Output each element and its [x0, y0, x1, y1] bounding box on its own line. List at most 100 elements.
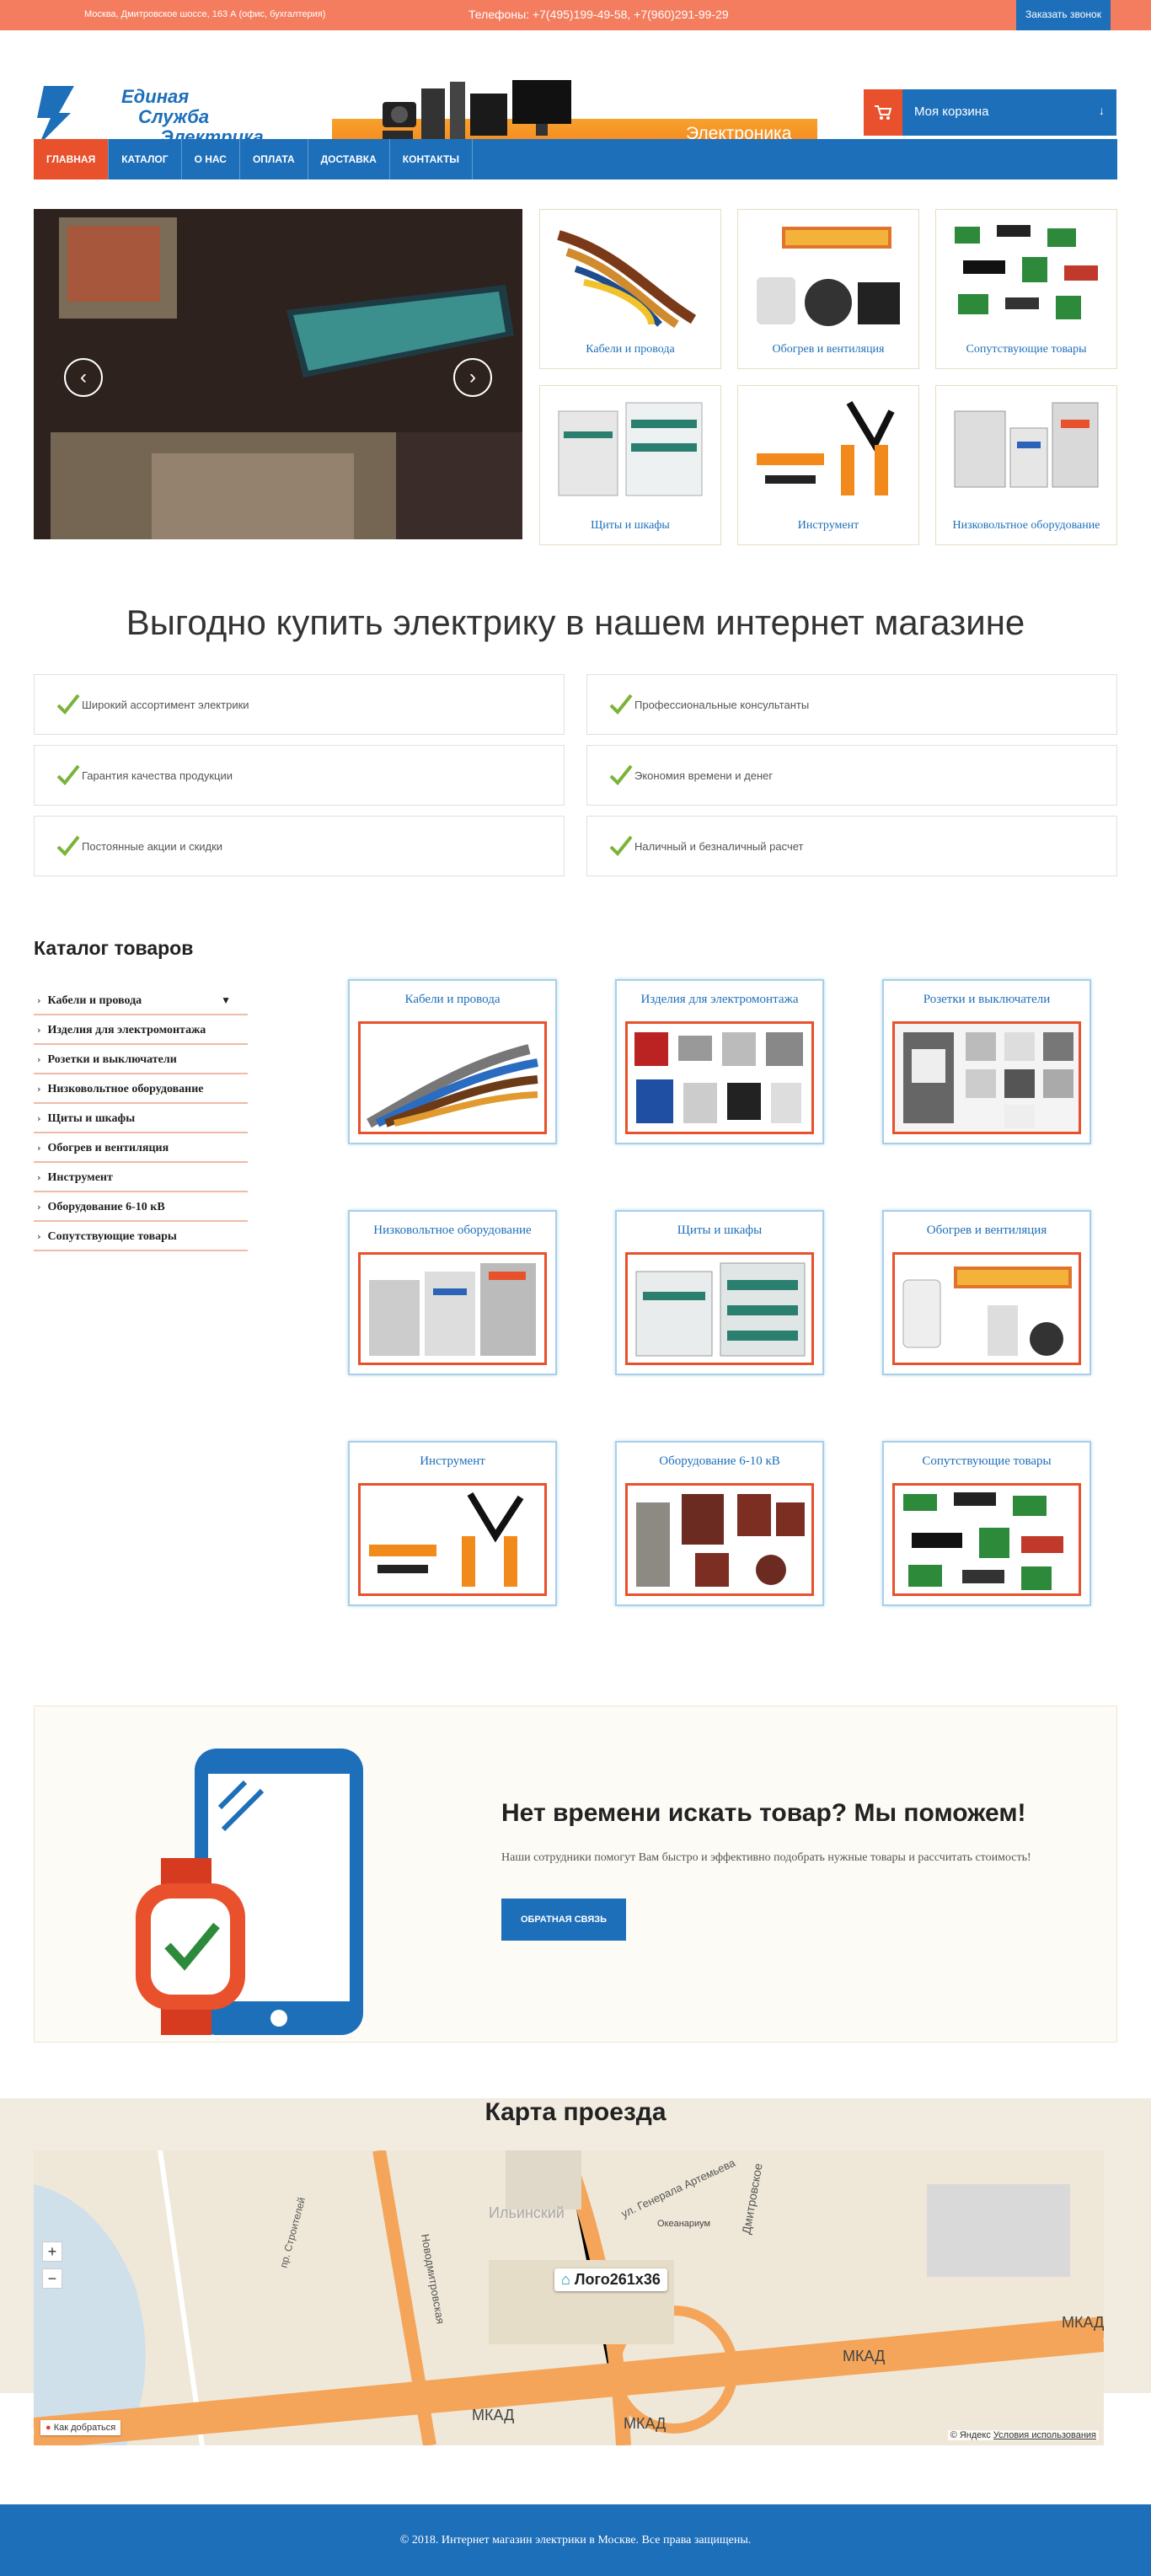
chevron-right-icon: › [37, 1143, 41, 1154]
card-image [625, 1021, 814, 1134]
catalog-card[interactable]: Низковольтное оборудование [348, 1210, 557, 1375]
slide-image [34, 209, 522, 539]
card-image [892, 1252, 1081, 1365]
yandex-map[interactable]: МКАД МКАД МКАД МКАД Дмитровское Новодмит… [34, 2150, 1104, 2445]
nav-catalog[interactable]: КАТАЛОГ [109, 139, 182, 179]
panels-image [558, 402, 703, 496]
slider-next-button[interactable]: › [453, 358, 492, 397]
site-logo[interactable]: Единая Служба Электрика [34, 84, 280, 147]
card-image [892, 1483, 1081, 1596]
accessories-image [955, 225, 1098, 319]
catalog-card[interactable]: Кабели и провода [348, 979, 557, 1144]
heating-image [757, 227, 900, 326]
map-terms-link[interactable]: Условия использования [993, 2430, 1096, 2440]
chevron-right-icon: › [37, 995, 41, 1006]
sidebar-item[interactable]: › Инструмент [34, 1163, 248, 1192]
svg-text:МКАД: МКАД [843, 2348, 885, 2364]
cart-button[interactable]: Моя корзина ↓ [864, 89, 1116, 136]
dropdown-arrow-icon[interactable]: ▼ [221, 994, 231, 1006]
feature-item: Экономия времени и денег [586, 745, 1117, 806]
address: Москва, Дмитровское шоссе, 163 А (офис, … [84, 9, 326, 19]
logo-text-1: Единая [121, 86, 189, 107]
help-section: Нет времени искать товар? Мы поможем! На… [34, 1706, 1117, 2043]
zoom-in-button[interactable]: + [42, 2241, 62, 2262]
category-tile-heating[interactable]: Обогрев и вентиляция [737, 209, 919, 369]
checkmark-icon [56, 835, 80, 856]
feature-text: Постоянные акции и скидки [82, 840, 223, 853]
sidebar-item[interactable]: › Розетки и выключатели [34, 1045, 248, 1074]
catalog-card[interactable]: Инструмент [348, 1441, 557, 1606]
card-title: Низковольтное оборудование [373, 1224, 532, 1237]
card-title: Инструмент [420, 1454, 485, 1468]
feature-item: Наличный и безналичный расчет [586, 816, 1117, 876]
card-title: Кабели и провода [404, 993, 501, 1006]
catalog-card[interactable]: Розетки и выключатели [882, 979, 1091, 1144]
feature-item: Гарантия качества продукции [34, 745, 565, 806]
catalog-card[interactable]: Обогрев и вентиляция [882, 1210, 1091, 1375]
checkmark-icon [609, 835, 633, 856]
sidebar-item-label: Щиты и шкафы [47, 1112, 136, 1125]
card-title: Розетки и выключатели [923, 993, 1051, 1006]
callback-button[interactable]: Заказать звонок [1016, 0, 1111, 30]
sidebar-item-label: Розетки и выключатели [47, 1053, 177, 1066]
sidebar-item[interactable]: › Низковольтное оборудование [34, 1074, 248, 1104]
chevron-right-icon: › [37, 1025, 41, 1036]
zoom-out-button[interactable]: − [42, 2268, 62, 2289]
map-marker[interactable]: ⌂ Лого261х36 [554, 2268, 667, 2291]
category-tile-cables[interactable]: Кабели и провода [539, 209, 721, 369]
nav-about[interactable]: О НАС [182, 139, 240, 179]
chevron-right-icon: › [37, 1054, 41, 1065]
image-slider[interactable]: ‹ › [34, 209, 522, 539]
feedback-button[interactable]: ОБРАТНАЯ СВЯЗЬ [501, 1899, 626, 1941]
card-image [358, 1483, 547, 1596]
sidebar-item-label: Сопутствующие товары [47, 1230, 177, 1243]
sidebar-item[interactable]: ›Обогрев и вентиляция [34, 1133, 248, 1163]
card-title: Оборудование 6-10 кВ [659, 1454, 780, 1468]
card-image [625, 1252, 814, 1365]
category-tile-tools[interactable]: Инструмент [737, 385, 919, 545]
catalog-card[interactable]: Сопутствующие товары [882, 1441, 1091, 1606]
nav-contacts[interactable]: КОНТАКТЫ [390, 139, 474, 179]
sidebar-item[interactable]: ›Оборудование 6-10 кВ [34, 1192, 248, 1222]
nav-delivery[interactable]: ДОСТАВКА [308, 139, 390, 179]
sidebar-item[interactable]: ›Щиты и шкафы [34, 1104, 248, 1133]
category-tile-panels[interactable]: Щиты и шкафы [539, 385, 721, 545]
map-canvas[interactable]: МКАД МКАД МКАД МКАД Дмитровское Новодмит… [34, 2150, 1104, 2445]
catalog-title: Каталог товаров [34, 937, 194, 959]
checkmark-icon [609, 694, 633, 715]
nav-home[interactable]: ГЛАВНАЯ [34, 139, 110, 179]
cart-icon [864, 89, 902, 136]
tile-label: Обогрев и вентиляция [772, 343, 885, 356]
catalog-card[interactable]: Щиты и шкафы [615, 1210, 824, 1375]
phone-numbers[interactable]: Телефоны: +7(495)199-49-58, +7(960)291-9… [468, 8, 729, 21]
sidebar-item-label: Инструмент [47, 1171, 113, 1184]
cart-arrow-icon: ↓ [1099, 104, 1105, 117]
chevron-right-icon: › [37, 1172, 41, 1183]
catalog-card[interactable]: Оборудование 6-10 кВ [615, 1441, 824, 1606]
sidebar-item[interactable]: › Изделия для электромонтажа [34, 1015, 248, 1045]
feature-item: Постоянные акции и скидки [34, 816, 565, 876]
feature-text: Наличный и безналичный расчет [634, 840, 804, 853]
checkmark-icon [609, 764, 633, 785]
marker-label: Лого261х36 [574, 2271, 661, 2288]
card-title: Сопутствующие товары [922, 1454, 1052, 1468]
main-nav: ГЛАВНАЯ КАТАЛОГ О НАС ОПЛАТА ДОСТАВКА КО… [34, 139, 1117, 179]
feature-text: Гарантия качества продукции [82, 769, 233, 782]
sidebar-item-label: Низковольтное оборудование [47, 1083, 204, 1095]
map-copyright: © Яндекс Условия использования [947, 2430, 1099, 2440]
logo-text-2: Служба [138, 106, 209, 127]
route-button[interactable]: ● Как добраться [40, 2420, 121, 2435]
feature-item: Профессиональные консультанты [586, 674, 1117, 735]
nav-payment[interactable]: ОПЛАТА [240, 139, 308, 179]
cart-label: Моя корзина [914, 104, 989, 119]
sidebar-item[interactable]: ›Кабели и провода▼ [34, 986, 248, 1015]
catalog-card[interactable]: Изделия для электромонтажа [615, 979, 824, 1144]
chevron-right-icon: › [37, 1231, 41, 1242]
sidebar-item-label: Изделия для электромонтажа [47, 1024, 206, 1036]
sidebar-item[interactable]: › Сопутствующие товары [34, 1222, 248, 1251]
category-tile-accessories[interactable]: Сопутствующие товары [935, 209, 1117, 369]
chevron-right-icon: › [37, 1084, 41, 1095]
lightning-logo-icon [37, 86, 74, 145]
slider-prev-button[interactable]: ‹ [64, 358, 103, 397]
category-tile-lowvoltage[interactable]: Низковольтное оборудование [935, 385, 1117, 545]
